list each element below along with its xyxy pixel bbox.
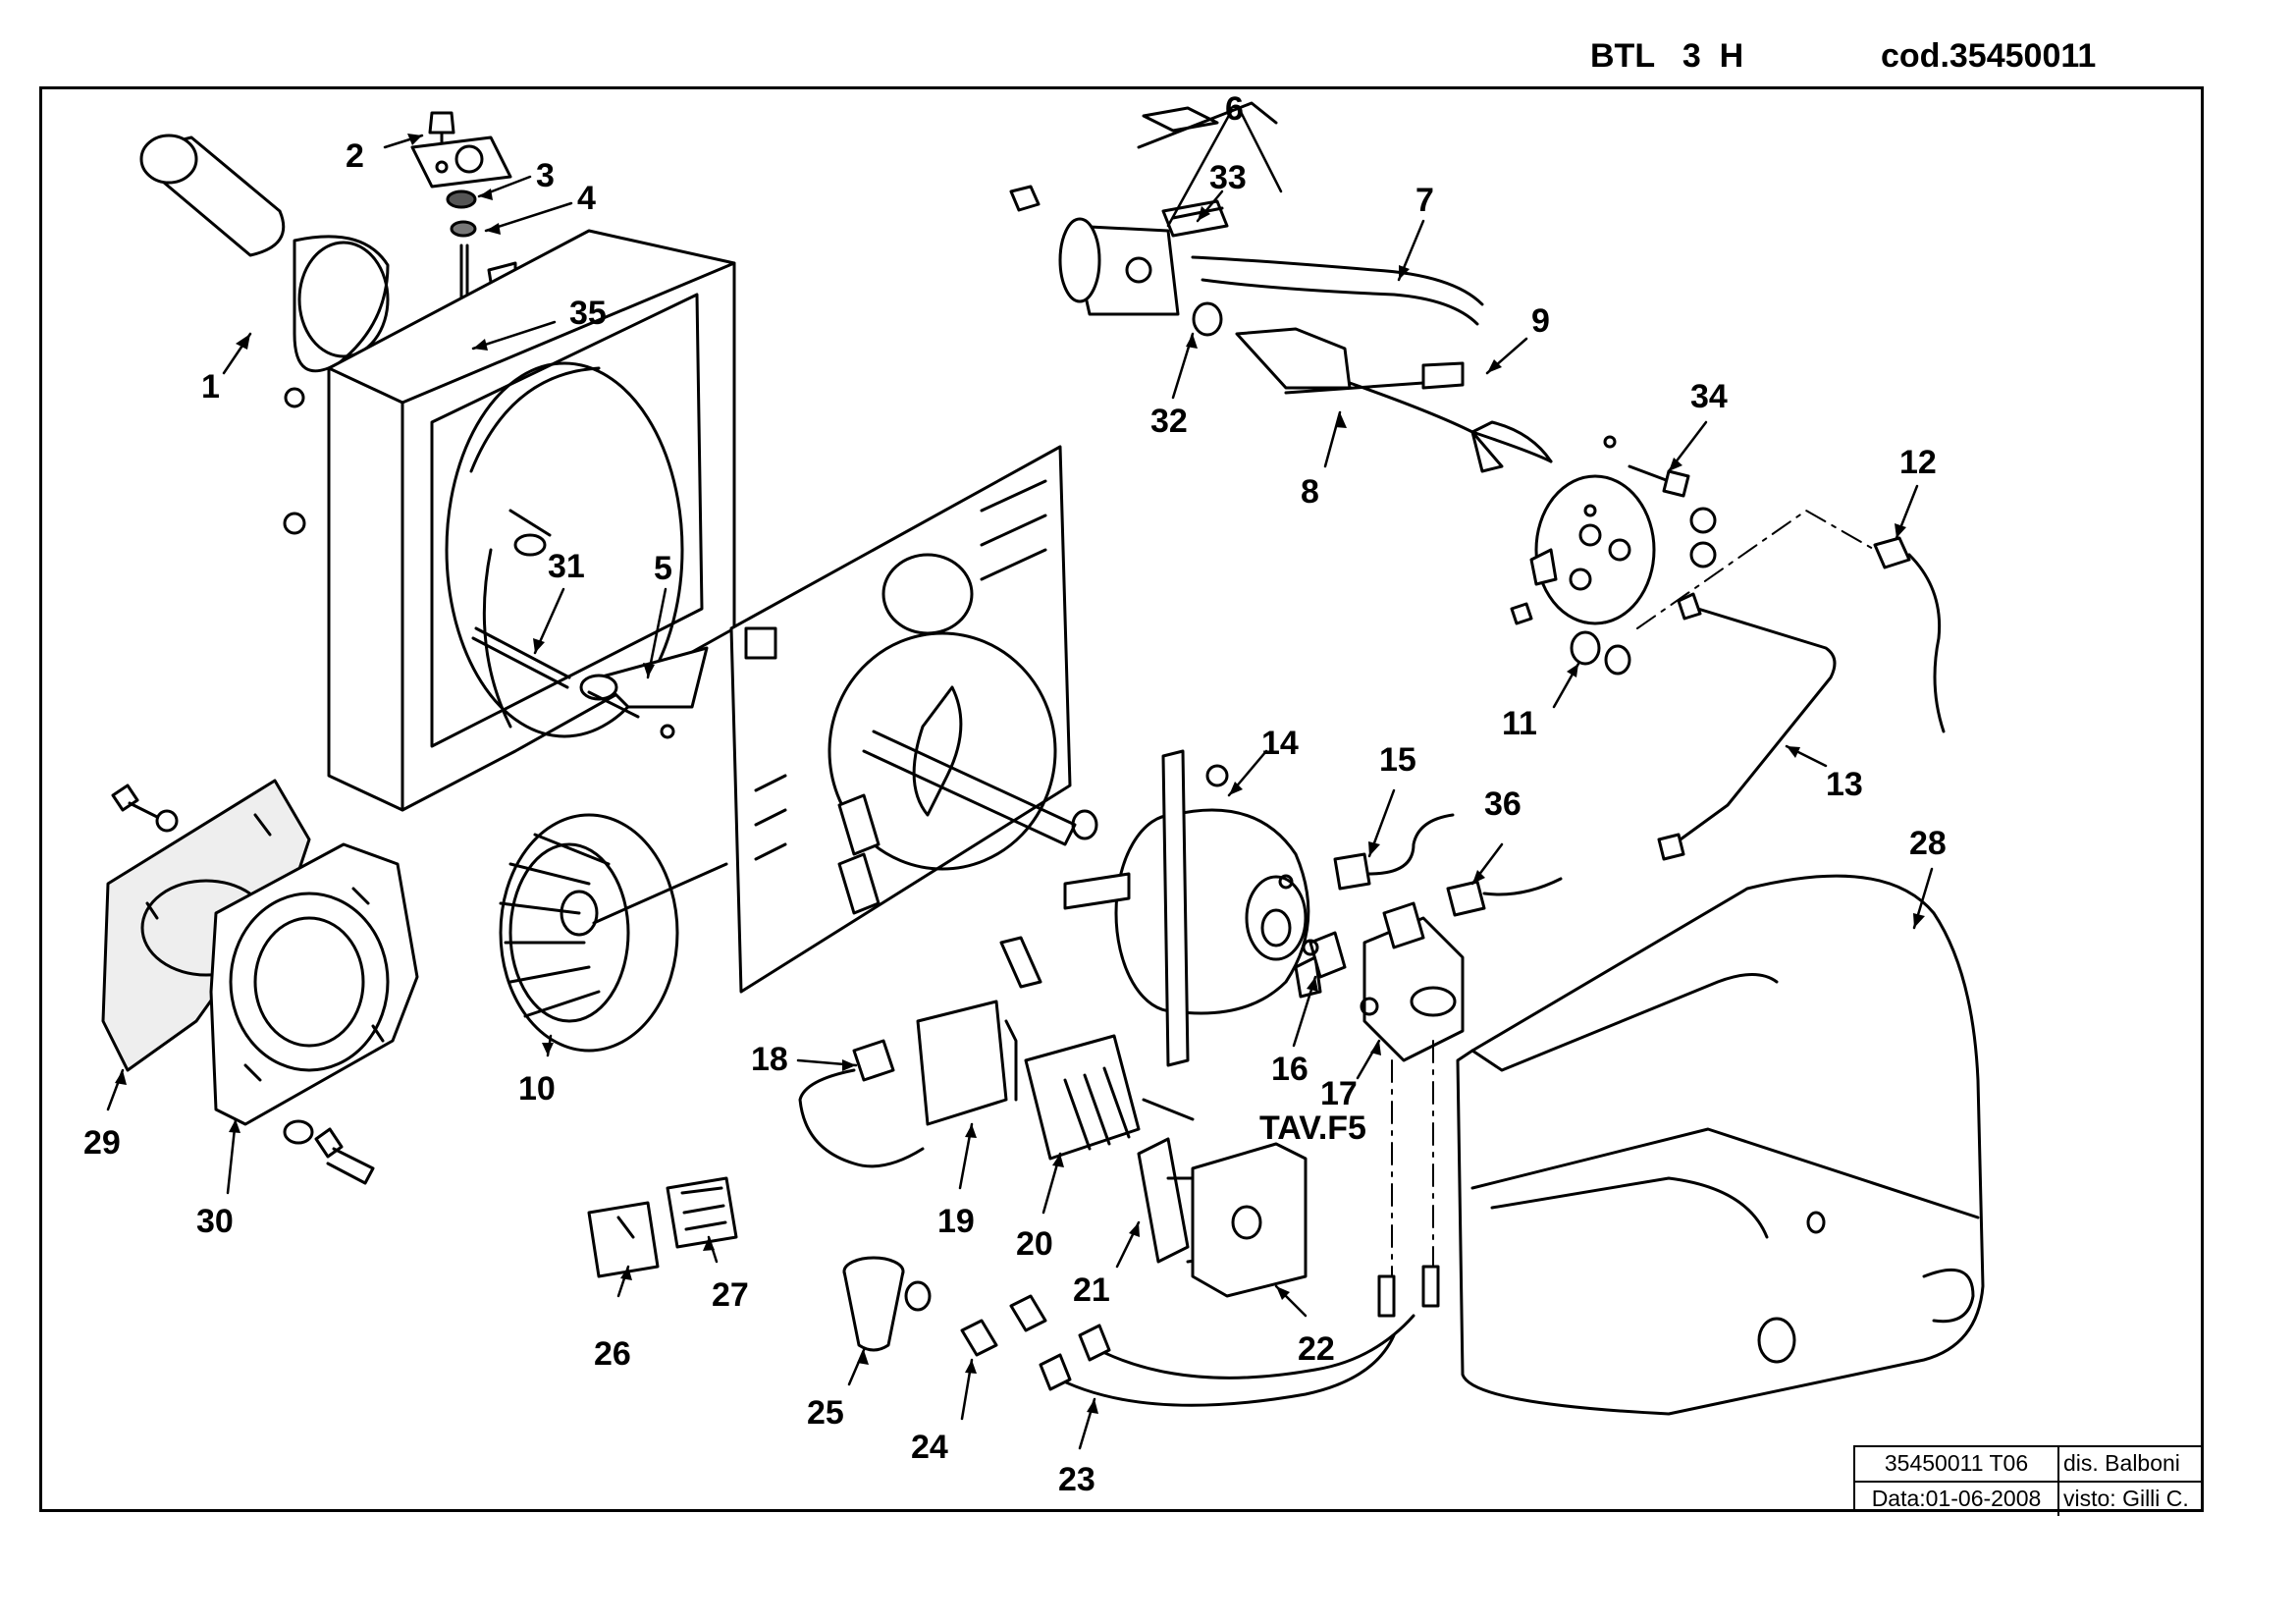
label-2: 2 [346,137,364,175]
coupling-sleeve [837,793,1042,989]
label-25: 25 [807,1394,844,1432]
part-26-connector [587,1201,660,1278]
part-4-nut [450,220,477,238]
part-32-oring [1192,301,1223,337]
part-12-sensor-cable [1873,536,1946,733]
label-5: 5 [654,550,672,587]
part-23-hoses [1039,1265,1440,1407]
part-36-cable [1446,877,1563,917]
label-20: 20 [1016,1225,1053,1263]
title-block-row: 35450011 T06 dis. Balboni [1855,1447,2204,1481]
part-3-washer [446,189,477,209]
part-2-screw [428,111,455,147]
part-28-cover [1456,874,1985,1416]
part-8-photocell [1235,327,1465,395]
washer-icon [660,724,675,739]
label-7: 7 [1415,182,1434,219]
part-11-seal [1570,630,1631,676]
label-19: 19 [937,1203,975,1240]
part-19-plug [916,1000,1018,1126]
label-29: 29 [83,1124,121,1162]
part-20-terminal-block [1024,1034,1195,1161]
part-code: cod.35450011 [1881,37,2097,75]
label-13: 13 [1826,766,1863,803]
label-30: 30 [196,1203,234,1240]
title-block-row: Data:01-06-2008 visto: Gilli C. [1855,1481,2204,1516]
label-28: 28 [1909,825,1947,862]
part-6-electrode-block [1009,101,1278,316]
part-14-motor [1063,749,1322,1067]
part-22-control-box [1191,1142,1308,1298]
part-24-nipples [960,1294,1047,1357]
label-26: 26 [594,1335,631,1373]
label-10: 10 [518,1070,556,1108]
part-5-damper [579,646,709,719]
part-13-oil-pipe [1657,592,1837,861]
label-18: 18 [751,1041,788,1078]
label-14: 14 [1261,725,1299,762]
part-33-clip [1161,199,1229,238]
alignment-line [1636,510,1876,629]
nozzle-disk [1510,474,1717,625]
designer: dis. Balboni [2063,1450,2180,1476]
label-ref: TAV.F5 [1259,1109,1366,1147]
label-8: 8 [1301,473,1319,511]
drawing-frame [39,86,2204,1512]
label-27: 27 [712,1276,749,1314]
nut-icon [284,387,305,408]
label-15: 15 [1379,741,1416,779]
label-31: 31 [548,548,585,585]
checked-by: visto: Gilli C. [2063,1486,2189,1511]
part-34-screw [1603,435,1690,498]
part-2-gasket [410,135,512,189]
label-12: 12 [1899,444,1937,481]
nut-icon [283,512,306,535]
mounting-plate [729,445,1077,994]
label-33: 33 [1209,159,1247,196]
part-30-flange [209,842,419,1126]
part-number-labels: 1 2 3 4 5 6 7 8 9 10 11 12 13 14 15 16 1… [83,90,1947,1498]
fan-housing [327,229,736,812]
label-23: 23 [1058,1461,1095,1498]
title-block: 35450011 T06 dis. Balboni Data:01-06-200… [1853,1445,2204,1516]
part-29-bolt [111,784,179,833]
washer-icon [1071,809,1098,840]
label-17: 17 [1320,1075,1358,1112]
part-31-stud [471,626,571,689]
part-10-fan-wheel [499,813,728,1053]
arrowheads [115,134,1925,1414]
part-7-ignition-cables [1191,255,1484,326]
label-35: 35 [569,295,607,332]
label-9: 9 [1531,302,1550,340]
label-11: 11 [1502,705,1537,742]
label-6: 6 [1225,90,1244,128]
part-30-bolt [283,1119,375,1185]
label-4: 4 [577,180,596,217]
model-title: BTL 3 H [1590,37,1744,75]
part-18-cable [798,1039,925,1168]
part-15-cable [1333,813,1455,891]
label-16: 16 [1271,1051,1308,1088]
part-17-oil-pump [1360,901,1465,1062]
label-32: 32 [1150,403,1188,440]
part-25-filter-cup [842,1256,932,1352]
label-3: 3 [536,157,555,194]
part-16-coupling [1302,931,1347,979]
label-1: 1 [201,368,220,406]
drawing-number: 35450011 T06 [1855,1447,2059,1481]
part-9-photocell-cable [1348,381,1553,473]
part-27-connector [666,1176,738,1249]
drawing-date: Data:01-06-2008 [1855,1483,2059,1516]
part-1-blast-tube [139,134,390,373]
label-34: 34 [1690,378,1728,415]
label-36: 36 [1484,785,1522,823]
label-22: 22 [1298,1330,1335,1368]
label-24: 24 [911,1429,948,1466]
label-21: 21 [1073,1271,1110,1309]
